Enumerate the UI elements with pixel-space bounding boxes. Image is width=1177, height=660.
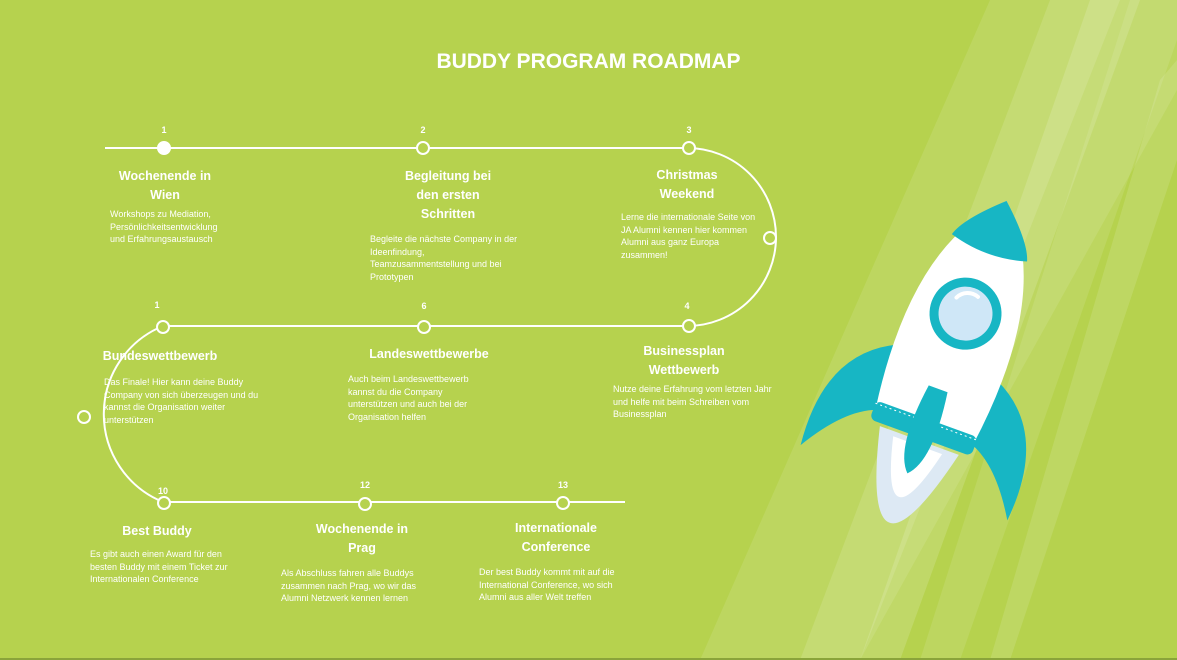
- bottom-border: [0, 658, 1177, 660]
- step-title: Bundeswettbewerb: [102, 349, 218, 363]
- step-title: Christmas Weekend: [656, 168, 718, 201]
- milestone-dot-1b: [156, 320, 170, 334]
- milestone-dot-bundes: [77, 410, 91, 424]
- step-description: Lerne die internationale Seite von JA Al…: [621, 212, 756, 260]
- step-number: 13: [557, 480, 568, 490]
- milestone-dot-13: [556, 496, 570, 510]
- step-description: Workshops zu Mediation, Persönlichkeitse…: [110, 209, 218, 244]
- milestone-dot-christmas: [763, 231, 777, 245]
- milestone-dot-12: [358, 497, 372, 511]
- step-description: Nutze deine Erfahrung vom letzten Jahr u…: [613, 384, 772, 419]
- step-number: 4: [684, 301, 690, 311]
- milestone-dot-6: [417, 320, 431, 334]
- page-title: BUDDY PROGRAM ROADMAP: [436, 50, 741, 73]
- step-title: Wochenende in Wien: [118, 169, 212, 202]
- step-description: Das Finale! Hier kann deine Buddy Compan…: [104, 377, 259, 425]
- step-number: 3: [686, 125, 692, 135]
- milestone-dot-1: [157, 141, 171, 155]
- step-description: Als Abschluss fahren alle Buddys zusamme…: [281, 568, 417, 603]
- milestone-dot-3: [682, 141, 696, 155]
- step-number: 12: [359, 480, 370, 490]
- step-description: Begleite die nächste Company in der Idee…: [370, 234, 518, 282]
- step-title: Wochenende in Prag: [315, 522, 409, 555]
- step-number: 10: [157, 486, 168, 496]
- step-title: Businessplan Wettbewerb: [643, 344, 725, 377]
- step-number: 2: [420, 125, 426, 135]
- milestone-dot-10: [157, 496, 171, 510]
- milestone-dot-2: [416, 141, 430, 155]
- step-number: 1: [161, 125, 167, 135]
- step-title: Begleitung bei den ersten Schritten: [404, 169, 492, 221]
- step-title: Best Buddy: [122, 524, 192, 538]
- step-title: Internationale Conference: [515, 521, 597, 554]
- step-description: Es gibt auch einen Award für den besten …: [90, 549, 228, 584]
- step-description: Der best Buddy kommt mit auf die Interna…: [479, 567, 615, 602]
- step-number: 6: [421, 301, 427, 311]
- step-description: Auch beim Landeswettbewerb kannst du die…: [348, 374, 469, 422]
- step-title: Landeswettbewerbe: [369, 347, 489, 361]
- step-number: 1: [154, 300, 160, 310]
- milestone-dot-4: [682, 319, 696, 333]
